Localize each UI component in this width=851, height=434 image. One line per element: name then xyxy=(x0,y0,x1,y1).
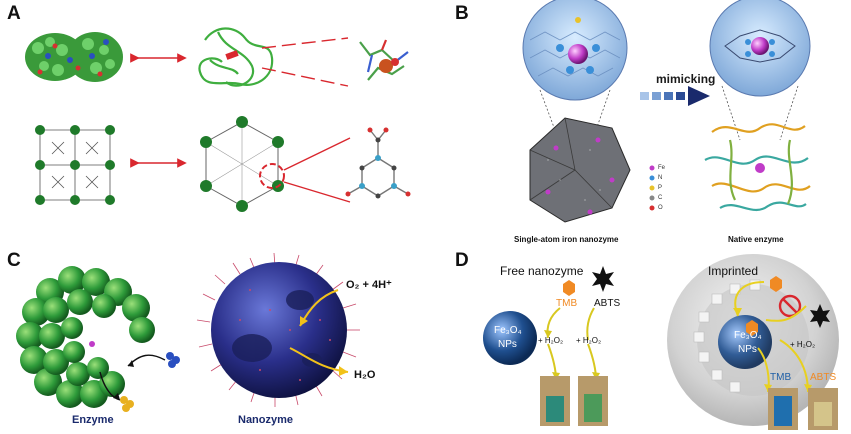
element-legend xyxy=(649,165,655,211)
nanozyme-label: Nanozyme xyxy=(238,414,294,426)
panel-b-letter: B xyxy=(455,3,469,24)
legend-labels: Fe N P C O xyxy=(658,163,665,213)
h2o2-label-1: + H₂O₂ xyxy=(538,336,564,345)
abts-label-free: ABTS xyxy=(594,298,621,309)
h2o2-label-3: + H₂O₂ xyxy=(790,340,816,349)
mimicking-arrow xyxy=(640,86,710,106)
free-vials xyxy=(540,376,608,426)
abts-star-free xyxy=(592,266,614,292)
free-fe3o4-particle xyxy=(483,311,537,365)
free-particle-label-1: Fe₃O₄ xyxy=(494,325,522,336)
legend-c: C xyxy=(658,195,663,201)
imprinted-title: Imprinted xyxy=(708,264,759,278)
native-enzyme-caption: Native enzyme xyxy=(728,235,784,244)
mof-hexagon xyxy=(200,116,285,212)
panel-a-letter: A xyxy=(7,3,21,24)
panel-c-letter: C xyxy=(7,250,21,271)
substrate-blue xyxy=(166,352,180,368)
imprinted-particle-label-1: Fe₃O₄ xyxy=(734,330,762,341)
abts-label-imprinted: ABTS xyxy=(810,372,837,383)
free-nanozyme-title: Free nanozyme xyxy=(500,264,584,278)
substrate-yellow xyxy=(120,396,134,412)
legend-n: N xyxy=(658,175,663,181)
single-atom-nanozyme-particle xyxy=(529,117,631,223)
forbidden-sign xyxy=(778,294,802,318)
enzyme-label: Enzyme xyxy=(72,414,114,426)
mof-framework xyxy=(35,125,115,205)
nanozyme-caption: Single-atom iron nanozyme xyxy=(514,235,619,244)
tmb-label-imprinted: TMB xyxy=(770,372,792,383)
tmb-hexagon-free xyxy=(563,280,575,296)
mimicking-label: mimicking xyxy=(656,72,716,86)
h2o2-label-2: + H₂O₂ xyxy=(576,336,602,345)
imprinted-particle-label-2: NPs xyxy=(738,344,757,355)
tmb-label-free: TMB xyxy=(556,298,578,309)
native-enzyme-ribbon xyxy=(704,123,811,212)
legend-o: O xyxy=(658,205,663,211)
legend-fe: Fe xyxy=(658,165,666,171)
protein-ribbon xyxy=(198,27,274,87)
imprinted-fe3o4-core xyxy=(718,315,772,369)
protein-space-filling xyxy=(25,32,123,82)
free-particle-label-2: NPs xyxy=(498,339,517,350)
enzyme-cluster xyxy=(16,266,155,408)
product-o2: O₂ + 4H⁺ xyxy=(346,279,392,291)
panel-d-letter: D xyxy=(455,250,469,271)
ligand-molecule xyxy=(345,127,411,199)
nanozyme-spikes xyxy=(196,252,360,407)
imprinted-vials xyxy=(768,388,838,430)
product-h2o: H₂O xyxy=(354,369,376,381)
legend-p: P xyxy=(658,185,663,191)
